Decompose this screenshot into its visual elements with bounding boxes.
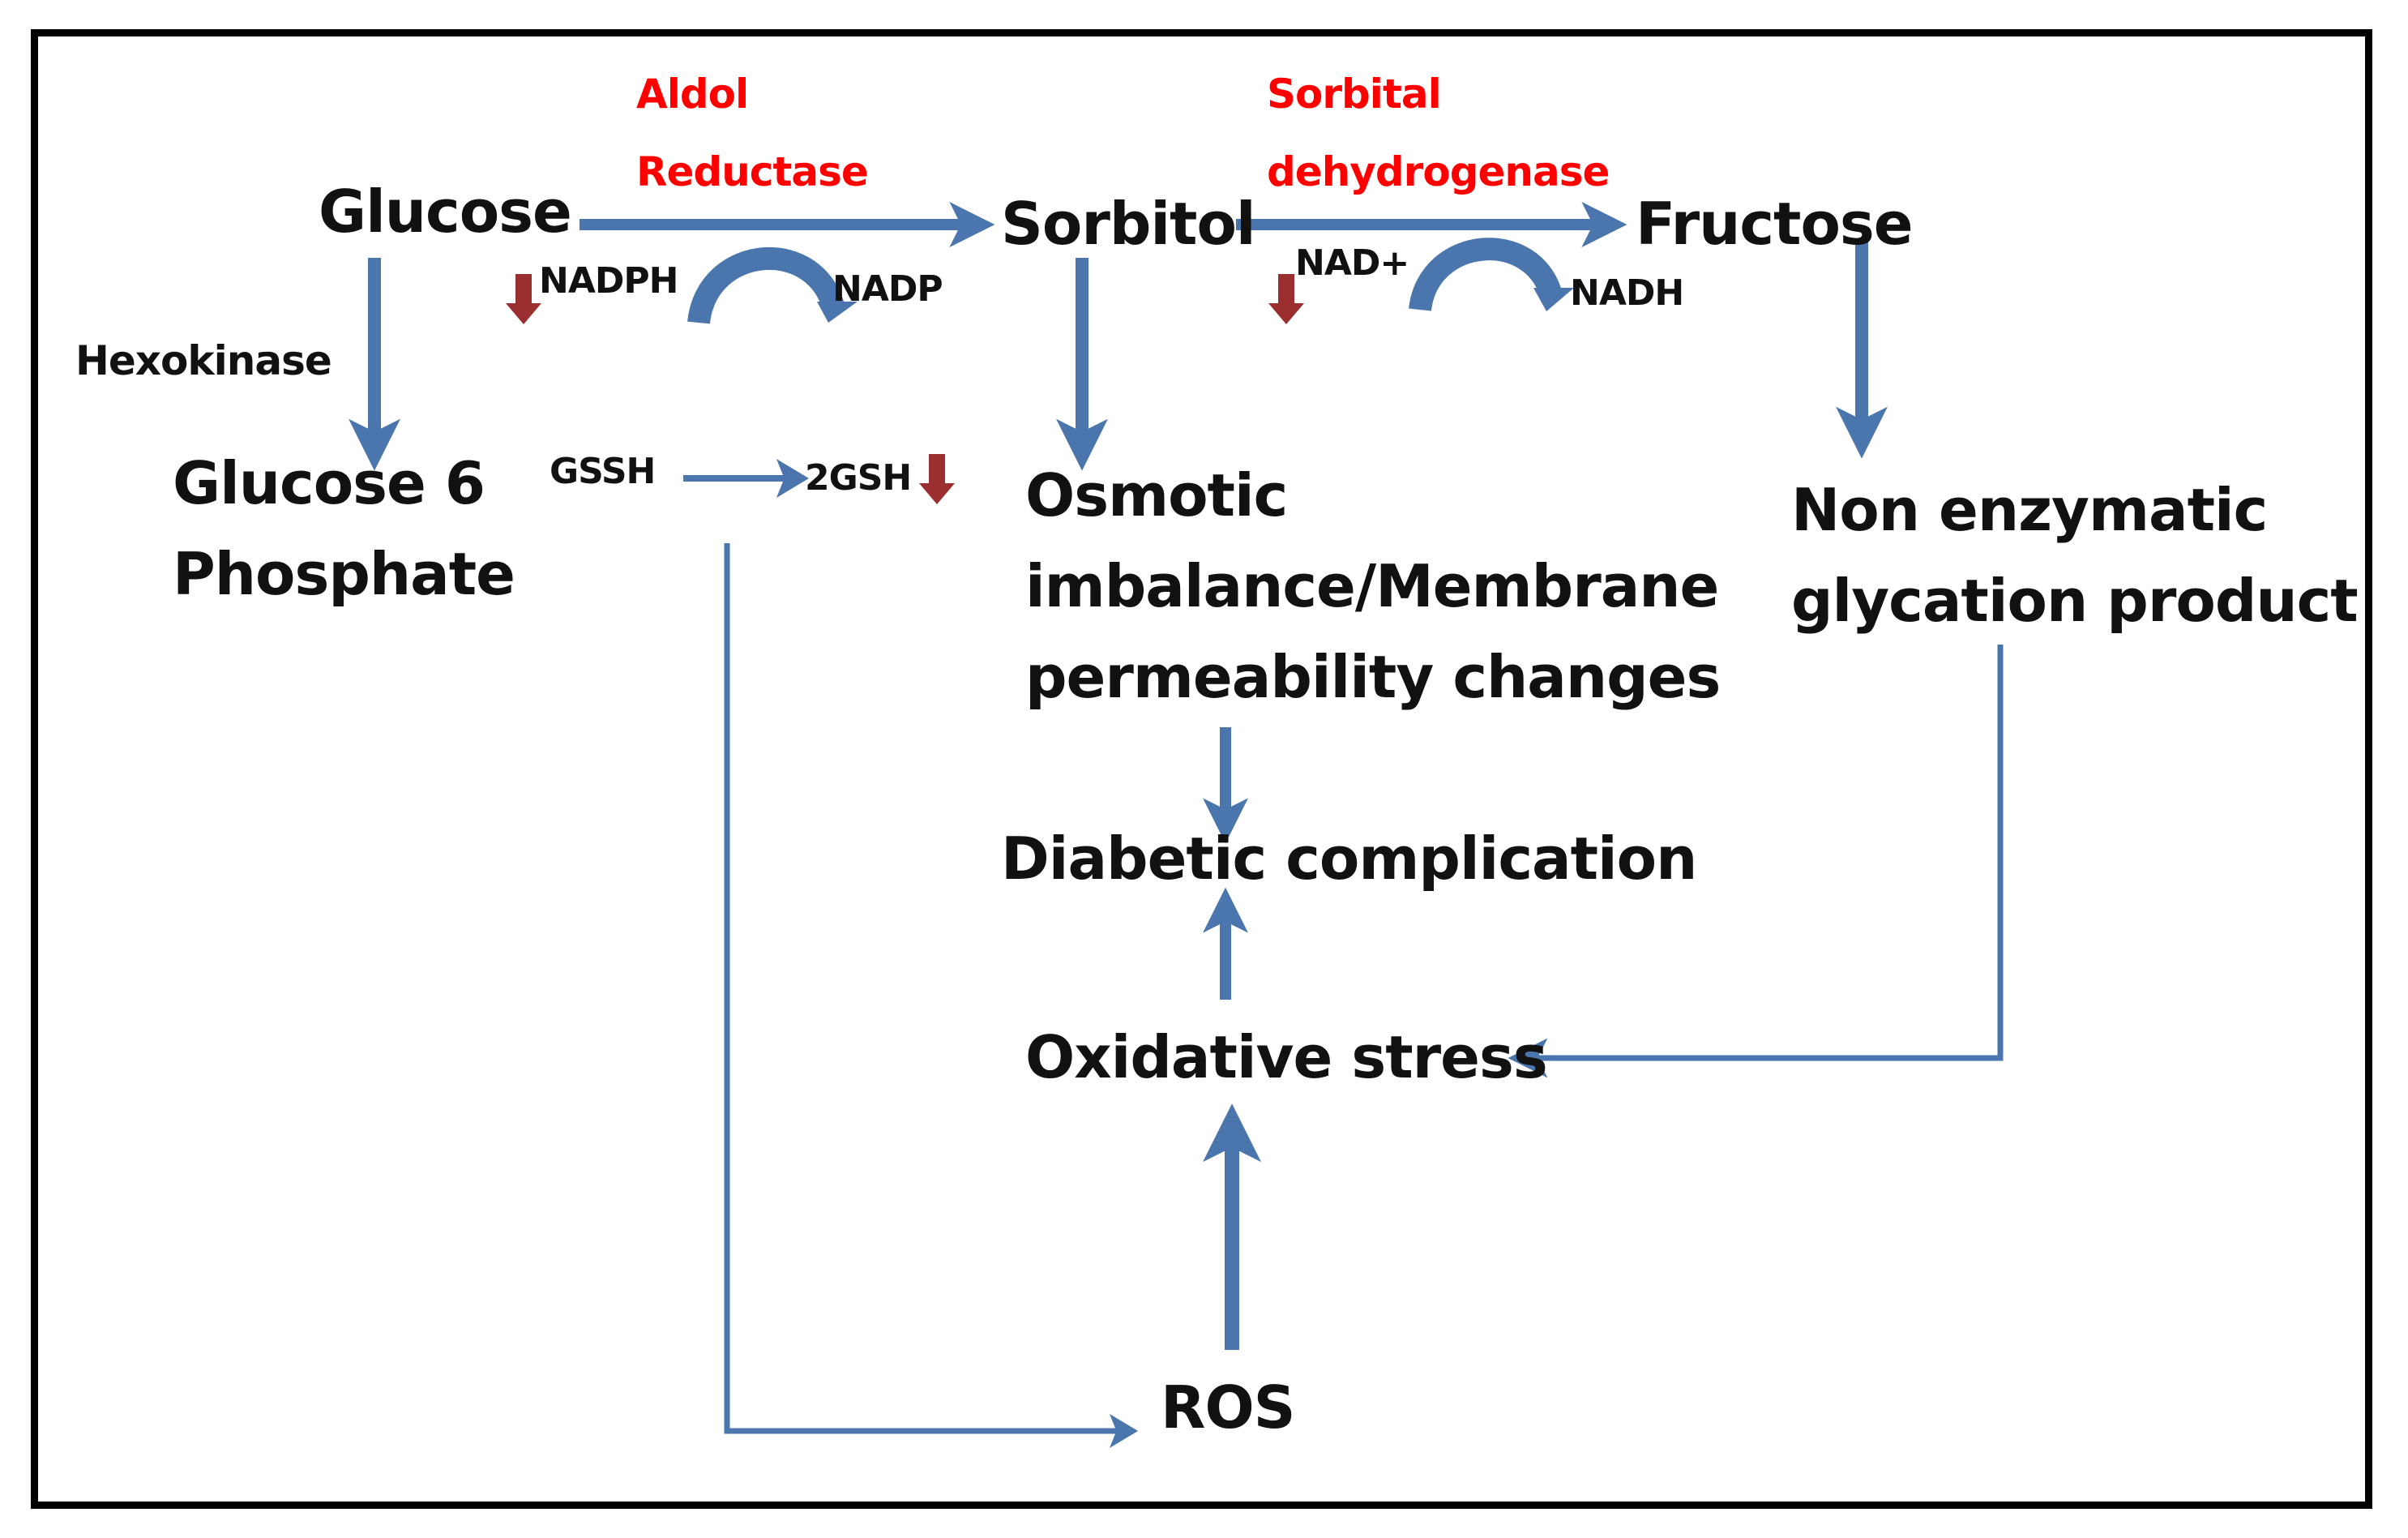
node-non-enzymatic-line: Non enzymatic: [1791, 476, 2268, 544]
curved-arrow-icon: [817, 302, 858, 323]
node-oxidative-stress: Oxidative stress: [1025, 1023, 1548, 1091]
cofactor-nadh: NADH: [1570, 272, 1684, 314]
enzyme-hexokinase: Hexokinase: [75, 337, 332, 384]
cofactor-nad-plus: NAD+: [1295, 242, 1409, 284]
node-osmotic-line: imbalance/Membrane: [1025, 552, 1719, 620]
node-glucose-6-phosphate-line: Glucose 6: [173, 449, 485, 517]
cofactor-nadp: NADP: [832, 268, 943, 310]
arrow-nonenzymatic-to-oxidative: [1508, 645, 2004, 1078]
curved-arrow-icon: [1409, 238, 1563, 312]
cofactor-gssh: GSSH: [550, 451, 656, 492]
curved-arrow-icon: [1533, 288, 1574, 311]
cofactor-2gsh: 2GSH: [805, 457, 912, 499]
node-non-enzymatic-glycation: Non enzymatic glycation product: [1791, 465, 2359, 646]
curved-arrow-icon: [687, 246, 846, 325]
cofactor-nadph: NADPH: [539, 260, 678, 302]
enzyme-aldol-line: Reductase: [636, 148, 869, 195]
node-diabetic-complication: Diabetic complication: [1001, 825, 1697, 893]
node-fructose: Fructose: [1636, 190, 1914, 258]
enzyme-sorbital-line: Sorbital: [1267, 71, 1442, 118]
down-arrow-icon: [1268, 274, 1304, 324]
node-osmotic-line: Osmotic: [1025, 461, 1288, 529]
arrow-gsh-to-ros: [724, 543, 1138, 1448]
node-osmotic-line: permeability changes: [1025, 643, 1721, 711]
enzyme-aldol-line: Aldol: [636, 71, 749, 118]
down-arrow-icon: [506, 274, 541, 324]
node-osmotic-imbalance: Osmotic imbalance/Membrane permeability …: [1025, 450, 1721, 722]
node-glucose-6-phosphate-line: Phosphate: [173, 540, 515, 608]
node-sorbitol: Sorbitol: [1001, 190, 1256, 258]
enzyme-sorbital-dehydrogenase: Sorbital dehydrogenase: [1267, 55, 1610, 211]
diagram-frame: [31, 29, 2372, 1509]
enzyme-sorbital-line: dehydrogenase: [1267, 148, 1610, 195]
node-glucose-6-phosphate: Glucose 6 Phosphate: [173, 438, 515, 619]
node-glucose: Glucose: [319, 178, 572, 246]
enzyme-aldol-reductase: Aldol Reductase: [636, 55, 869, 211]
down-arrow-icon: [919, 454, 955, 504]
node-non-enzymatic-line: glycation product: [1791, 567, 2359, 635]
node-ros: ROS: [1161, 1373, 1296, 1442]
